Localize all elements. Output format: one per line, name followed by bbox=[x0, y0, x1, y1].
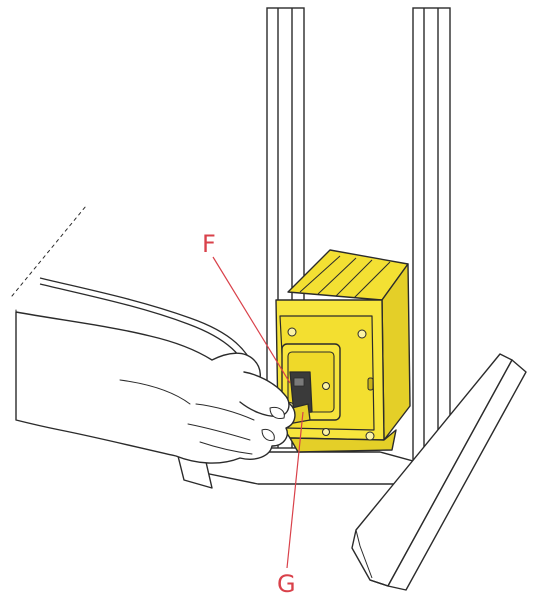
screw bbox=[287, 327, 297, 337]
leader-f bbox=[212, 256, 291, 384]
right-upright bbox=[412, 7, 451, 465]
callout-label-g: G bbox=[277, 570, 296, 598]
callout-leaders bbox=[212, 256, 304, 569]
hand bbox=[11, 205, 296, 464]
angle-rail bbox=[351, 353, 527, 591]
leader-g bbox=[286, 411, 304, 569]
screw bbox=[322, 382, 330, 390]
screw bbox=[365, 431, 375, 441]
screw bbox=[322, 428, 330, 436]
callout-label-f: F bbox=[202, 230, 216, 258]
screw bbox=[357, 329, 367, 339]
